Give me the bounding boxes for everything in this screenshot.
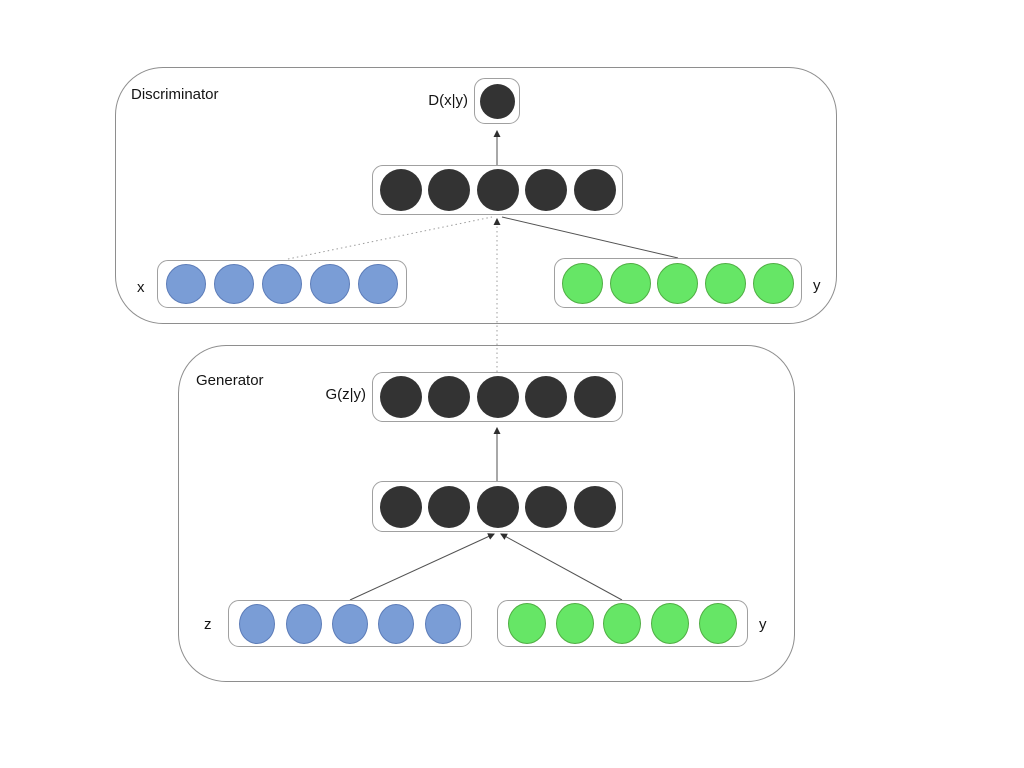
g-output-label: G(z|y) bbox=[325, 386, 366, 403]
neuron-node bbox=[239, 603, 276, 644]
neuron-node bbox=[609, 262, 651, 304]
neuron-node bbox=[555, 603, 594, 644]
neuron-node bbox=[561, 262, 603, 304]
generator-panel bbox=[178, 345, 795, 682]
neuron-node bbox=[428, 169, 470, 211]
x-input-layer bbox=[157, 260, 407, 308]
y-input-layer-generator bbox=[497, 600, 748, 647]
neuron-node bbox=[379, 169, 422, 211]
z-input-layer bbox=[228, 600, 472, 647]
neuron-node bbox=[525, 169, 567, 211]
neuron-node bbox=[424, 603, 461, 644]
neuron-node bbox=[358, 264, 398, 304]
x-label: x bbox=[137, 279, 145, 296]
neuron-node bbox=[476, 169, 519, 211]
neuron-node bbox=[214, 264, 254, 304]
neuron-node bbox=[428, 376, 470, 418]
neuron-node bbox=[285, 603, 322, 644]
z-label: z bbox=[204, 616, 212, 633]
g-output-layer bbox=[372, 372, 623, 422]
neuron-node bbox=[310, 264, 350, 304]
neuron-node bbox=[657, 262, 699, 304]
neuron-node bbox=[331, 603, 368, 644]
g-hidden-layer bbox=[372, 481, 623, 532]
neuron-node bbox=[378, 603, 415, 644]
neuron-node bbox=[573, 376, 616, 418]
neuron-node bbox=[479, 83, 515, 119]
neuron-node bbox=[573, 485, 616, 528]
y-label-discriminator: y bbox=[813, 277, 821, 294]
neuron-node bbox=[525, 485, 567, 528]
neuron-node bbox=[705, 262, 747, 304]
neuron-node bbox=[651, 603, 690, 644]
neuron-node bbox=[379, 485, 422, 528]
neuron-node bbox=[699, 603, 738, 644]
neuron-node bbox=[476, 376, 519, 418]
neuron-node bbox=[379, 376, 422, 418]
neuron-node bbox=[507, 603, 546, 644]
neuron-node bbox=[166, 264, 206, 304]
discriminator-panel bbox=[115, 67, 837, 324]
d-output-layer bbox=[474, 78, 520, 124]
d-output-label: D(x|y) bbox=[428, 92, 468, 109]
neuron-node bbox=[603, 603, 642, 644]
d-hidden-layer bbox=[372, 165, 623, 215]
discriminator-title: Discriminator bbox=[131, 86, 219, 103]
neuron-node bbox=[753, 262, 795, 304]
neuron-node bbox=[428, 485, 470, 528]
neuron-node bbox=[525, 376, 567, 418]
y-label-generator: y bbox=[759, 616, 767, 633]
y-input-layer-discriminator bbox=[554, 258, 802, 308]
neuron-node bbox=[573, 169, 616, 211]
neuron-node bbox=[476, 485, 519, 528]
generator-title: Generator bbox=[196, 372, 264, 389]
neuron-node bbox=[262, 264, 302, 304]
